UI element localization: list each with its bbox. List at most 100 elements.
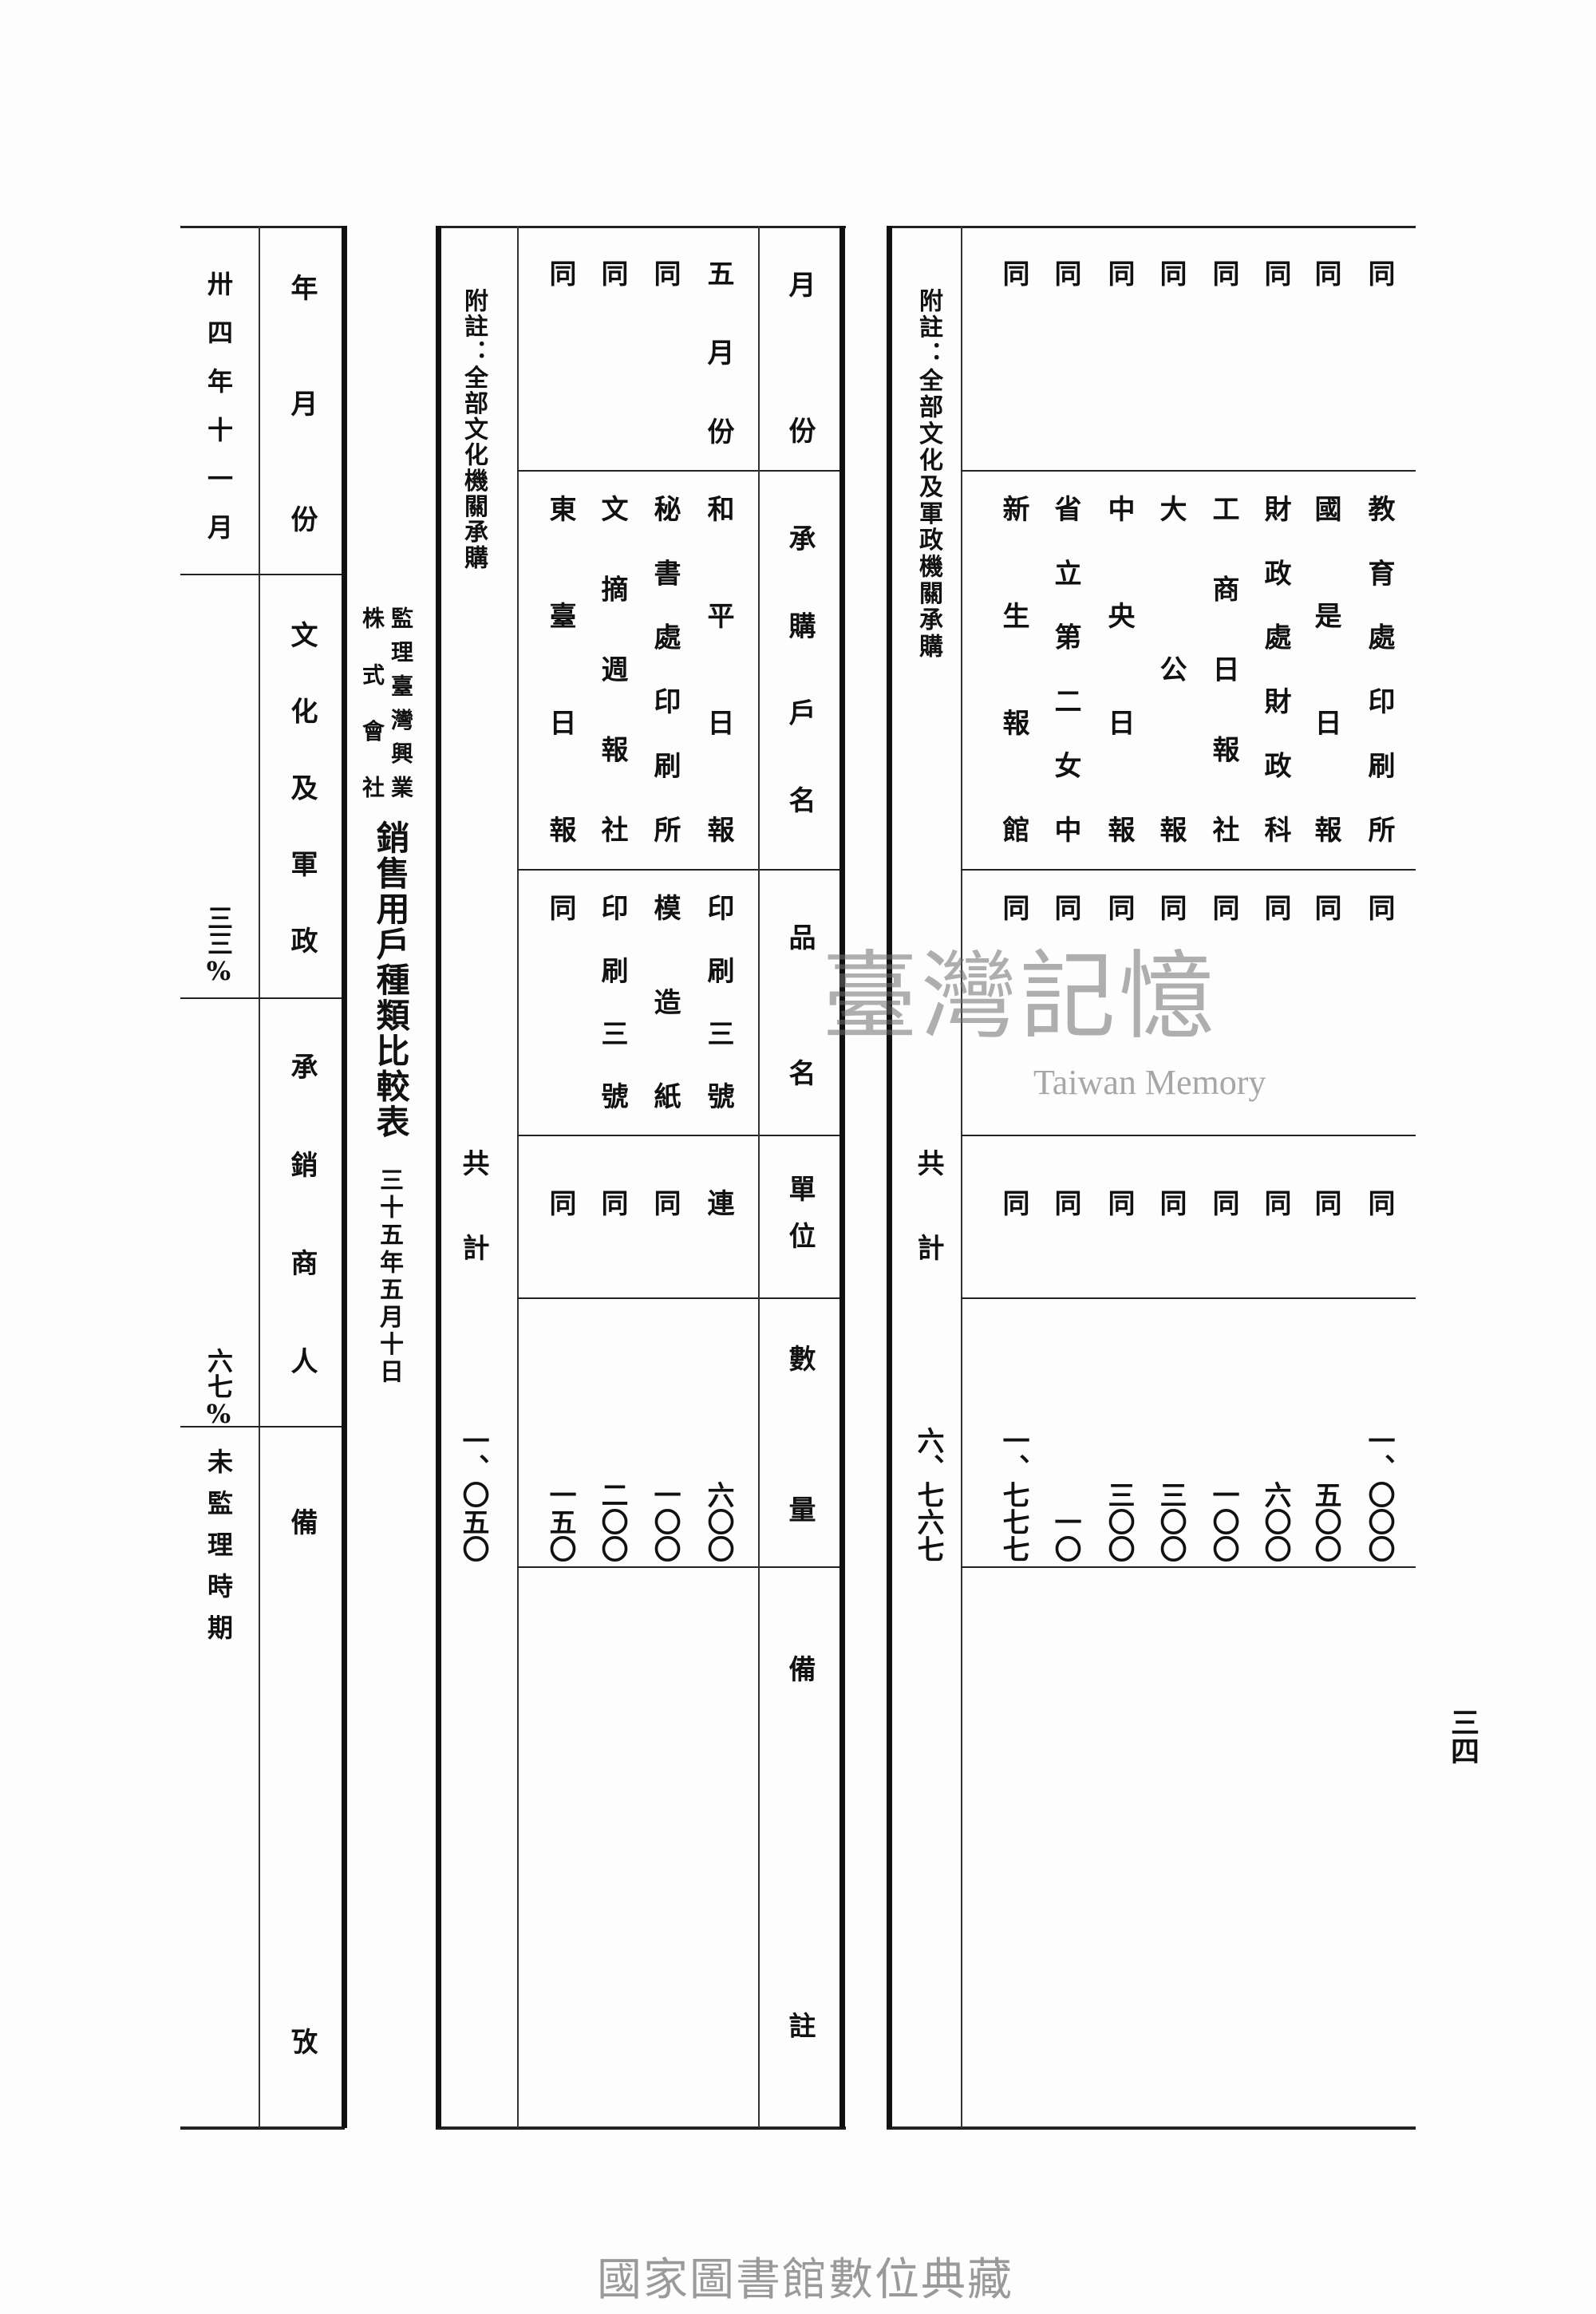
rule-line xyxy=(517,1135,839,1136)
table-a-month-cell: 五月份 xyxy=(702,259,734,444)
summary-value-cell: 六七% xyxy=(203,1348,234,1429)
table-b-item-cell: 同 xyxy=(998,894,1029,921)
border-thick xyxy=(436,226,441,2128)
table-b-unit-cell: 同 xyxy=(1049,1189,1081,1216)
table-b-item-cell: 同 xyxy=(1103,894,1135,921)
table-a-header-cell: 數量 xyxy=(784,1345,816,1522)
rule-line xyxy=(961,869,1416,871)
table-b-item-cell: 同 xyxy=(1049,894,1081,921)
page-number: 三四 xyxy=(1446,1708,1479,1765)
table-a-item-cell: 模造紙 xyxy=(649,894,681,1109)
table-b-month-cell: 同 xyxy=(1207,259,1239,286)
table-a-month-cell: 同 xyxy=(544,259,576,286)
footer-credit: 國家圖書館數位典藏 xyxy=(597,2254,1013,2306)
summary-value-cell: 三三% xyxy=(203,905,234,986)
table-b-month-cell: 同 xyxy=(1259,259,1291,286)
rule-line xyxy=(961,1297,1416,1299)
rule-line xyxy=(961,1135,1416,1136)
table-a-qty-cell: 六〇〇 xyxy=(702,1481,734,1562)
rule-line xyxy=(180,2126,345,2130)
rule-line xyxy=(517,1297,839,1299)
table-a-qty-cell: 一五〇 xyxy=(544,1481,576,1562)
table-b-qty-cell: 五〇〇 xyxy=(1310,1481,1341,1562)
summary-value-cell: 未監理時期 xyxy=(203,1448,234,1640)
table-b-item-cell: 同 xyxy=(1155,894,1187,921)
rule-line xyxy=(180,1426,342,1427)
table-a-header-cell: 月份 xyxy=(784,270,816,444)
table-a-item-cell: 印刷三號 xyxy=(596,894,628,1109)
table-b-month-cell: 同 xyxy=(1310,259,1341,286)
table-a-note: 附註：全部文化機關承購 xyxy=(460,288,488,569)
rule-line xyxy=(887,226,1416,228)
table-a-buyer-cell: 秘書處印刷所 xyxy=(649,495,681,843)
table-b-total-label: 共計 xyxy=(912,1149,944,1261)
table-a-buyer-cell: 東臺日報 xyxy=(544,495,576,843)
table-a-unit-cell: 同 xyxy=(649,1189,681,1216)
border-thick xyxy=(839,226,845,2128)
summary-header-cell: 文化及軍政 xyxy=(286,621,318,954)
table-a-header-cell: 備註 xyxy=(784,1655,816,2039)
table-b-unit-cell: 同 xyxy=(1259,1189,1291,1216)
table-a-item-cell: 印刷三號 xyxy=(702,894,734,1109)
border-thick xyxy=(887,226,892,2128)
table-b-unit-cell: 同 xyxy=(998,1189,1029,1216)
column-divider xyxy=(961,226,962,2128)
column-divider xyxy=(259,226,260,2128)
rule-line xyxy=(961,470,1416,472)
rule-line xyxy=(517,1566,839,1568)
border-thick xyxy=(342,226,347,2128)
table-a-item-cell: 同 xyxy=(544,894,576,921)
company-name-line2: 株式會社 xyxy=(359,606,385,798)
document-date: 三十五年五月十日 xyxy=(375,1167,403,1383)
summary-header-cell: 備攷 xyxy=(286,1508,318,2055)
table-a-buyer-cell: 和平日報 xyxy=(702,495,734,843)
table-b-unit-cell: 同 xyxy=(1207,1189,1239,1216)
table-b-total: 六、七六七 xyxy=(912,1427,944,1562)
table-b-item-cell: 同 xyxy=(1363,894,1395,921)
table-b-month-cell: 同 xyxy=(998,259,1029,286)
rule-line xyxy=(180,226,345,228)
table-b-buyer-cell: 中央日報 xyxy=(1103,495,1135,843)
rule-line xyxy=(436,226,846,228)
rule-line xyxy=(887,2126,1416,2130)
rule-line xyxy=(961,1566,1416,1568)
table-b-qty-cell: 三〇〇 xyxy=(1155,1481,1187,1562)
watermark-logo-en: Taiwan Memory xyxy=(1033,1063,1266,1102)
rule-line xyxy=(517,470,839,472)
table-a-unit-cell: 同 xyxy=(544,1189,576,1216)
rule-line xyxy=(180,997,342,999)
table-b-qty-cell: 六〇〇 xyxy=(1259,1481,1291,1562)
rule-line xyxy=(517,869,839,871)
watermark-logo: 臺灣記憶 xyxy=(822,942,1218,1052)
table-b-item-cell: 同 xyxy=(1259,894,1291,921)
table-a-total: 一、〇五〇 xyxy=(457,1427,489,1562)
table-a-total-label: 共計 xyxy=(457,1149,489,1261)
table-b-buyer-cell: 教育處印刷所 xyxy=(1363,495,1395,843)
table-b-qty-cell: 三〇〇 xyxy=(1103,1481,1135,1562)
table-a-month-cell: 同 xyxy=(649,259,681,286)
table-b-qty-cell: 一〇 xyxy=(1049,1508,1081,1562)
table-b-item-cell: 同 xyxy=(1310,894,1341,921)
table-a-unit-cell: 連 xyxy=(702,1189,734,1216)
table-b-month-cell: 同 xyxy=(1103,259,1135,286)
table-a-header-cell: 單位 xyxy=(784,1175,816,1249)
summary-value-cell: 卅四年十一月 xyxy=(203,270,234,539)
table-a-header-cell: 品名 xyxy=(784,923,816,1086)
table-b-item-cell: 同 xyxy=(1207,894,1239,921)
table-b-note: 附註：全部文化及軍政機關承購 xyxy=(915,288,942,657)
table-b-buyer-cell: 財政處財政科 xyxy=(1259,495,1291,843)
table-a-qty-cell: 一〇〇 xyxy=(649,1481,681,1562)
column-divider xyxy=(517,226,519,2128)
summary-header-cell: 承銷商人 xyxy=(286,1052,318,1374)
table-b-unit-cell: 同 xyxy=(1103,1189,1135,1216)
table-b-buyer-cell: 新生報館 xyxy=(998,495,1029,843)
table-a-header-cell: 承購戶名 xyxy=(784,524,816,813)
table-b-unit-cell: 同 xyxy=(1155,1189,1187,1216)
table-b-month-cell: 同 xyxy=(1363,259,1395,286)
table-b-month-cell: 同 xyxy=(1049,259,1081,286)
rule-line xyxy=(436,2126,846,2130)
table-b-buyer-cell: 省立第二女中 xyxy=(1049,495,1081,843)
table-b-buyer-cell: 大公報 xyxy=(1155,495,1187,843)
table-b-unit-cell: 同 xyxy=(1310,1189,1341,1216)
